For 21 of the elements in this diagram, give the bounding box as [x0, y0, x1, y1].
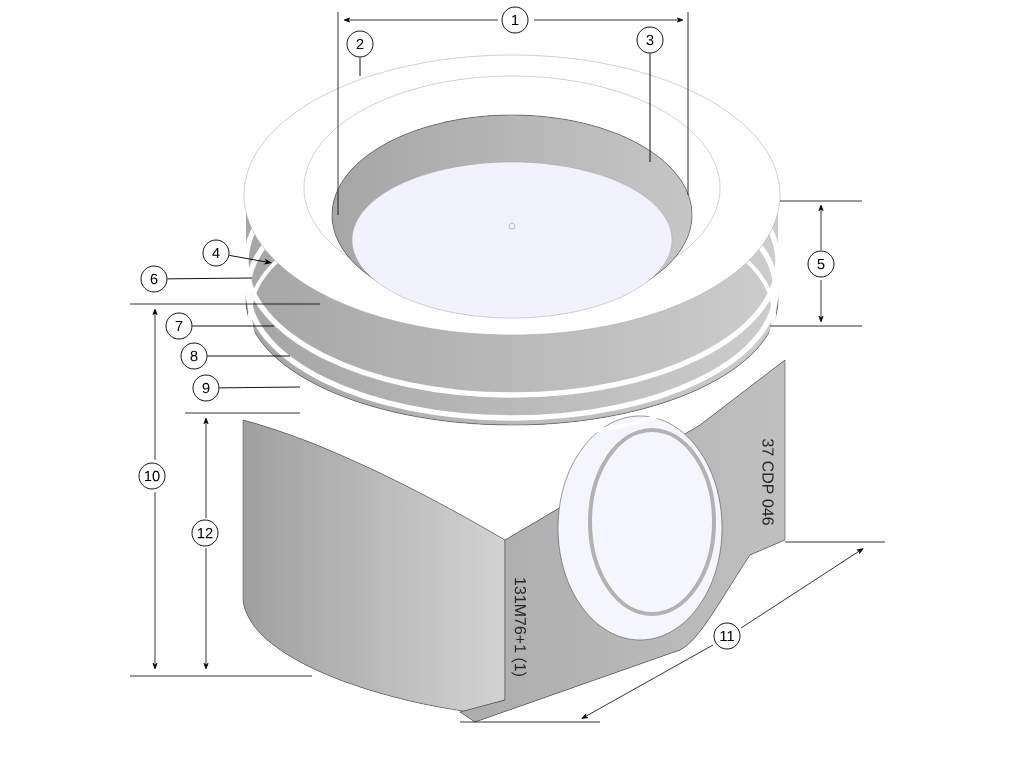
callout-number: 10: [138, 462, 166, 490]
engraved-text: 131M76+1 (1): [511, 578, 527, 676]
leader-line: [228, 254, 272, 265]
callout-number: 4: [202, 239, 230, 267]
callout-number: 5: [807, 250, 835, 278]
callout-number: 11: [713, 622, 741, 650]
callout-number: 7: [165, 312, 193, 340]
engraved-text: 37 CDP 046: [762, 439, 774, 525]
callout-number: 9: [192, 374, 220, 402]
callout-number: 6: [140, 265, 168, 293]
callout-number: 3: [636, 26, 664, 54]
leader-line: [359, 57, 361, 77]
leader-line: [219, 386, 301, 389]
leader-line: [207, 355, 291, 357]
callout-number: 1: [501, 6, 529, 34]
callout-number: 12: [191, 519, 219, 547]
leader-line: [167, 277, 253, 280]
leader-line: [192, 325, 275, 327]
leader-line: [649, 53, 651, 163]
callout-number: 8: [180, 342, 208, 370]
callout-number: 2: [346, 30, 374, 58]
